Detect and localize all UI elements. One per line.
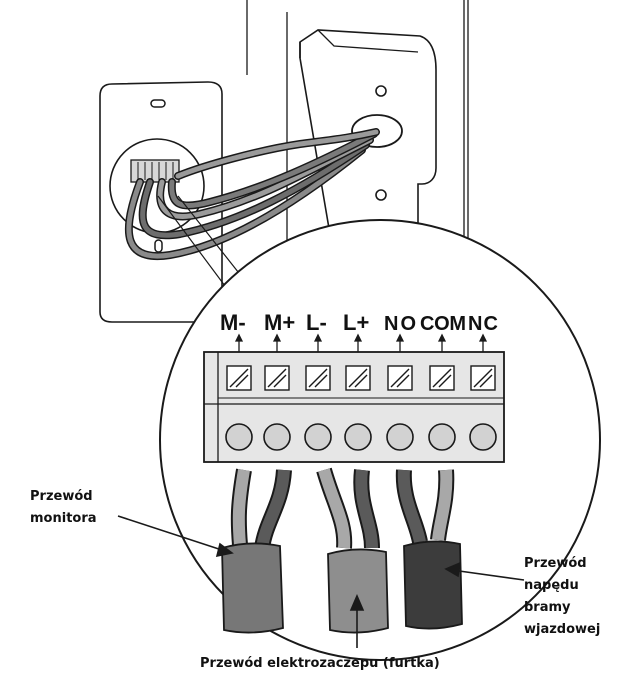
terminal-label-com: COM (420, 313, 466, 335)
clamp-l-plus (345, 365, 371, 391)
terminal-label-m-plus: M+ (264, 310, 295, 335)
cable-jackets (221, 540, 463, 634)
terminal-label-l-minus: L- (306, 310, 327, 335)
terminal-label-no: NO (384, 313, 416, 335)
callout-monitor-line-2: monitora (30, 511, 97, 526)
screw-nc (469, 423, 497, 451)
clamp-no (387, 365, 413, 391)
clamp-l-minus (305, 365, 331, 391)
lock-cable-jacket (327, 548, 389, 634)
screw-com (428, 423, 456, 451)
screw-m-minus (225, 423, 253, 451)
callout-gate-line-1: Przewód (524, 556, 587, 571)
gate-callout-line (451, 569, 525, 581)
clamp-m-minus (226, 365, 252, 391)
clamp-m-plus (264, 365, 290, 391)
monitor-callout-line (117, 515, 229, 553)
terminal-screws (225, 423, 497, 451)
callout-monitor-cable: Przewód monitora (30, 489, 97, 526)
clamp-com (429, 365, 455, 391)
clamp-nc (470, 365, 496, 391)
terminal-label-l-plus: L+ (343, 310, 369, 335)
wire-clamps (226, 365, 496, 391)
callout-arrows (117, 515, 525, 648)
callout-lock-cable: Przewód elektrozaczepu (furtka) (200, 656, 440, 671)
terminal-labels: M- M+ L- L+ NO COM NC (220, 310, 498, 335)
screw-l-plus (344, 423, 372, 451)
monitor-cable-jacket (221, 542, 284, 634)
screw-no (386, 423, 414, 451)
screw-l-minus (304, 423, 332, 451)
cable-run (124, 128, 380, 261)
terminal-label-m-minus: M- (220, 310, 246, 335)
callout-gate-line-2: napędu (524, 578, 579, 593)
zoom-leader-lines (157, 195, 247, 291)
terminal-wires (230, 467, 455, 550)
screw-m-plus (263, 423, 291, 451)
terminal-label-nc: NC (468, 313, 498, 335)
callout-gate-line-3: bramy (524, 600, 571, 615)
terminal-pointer-arrows (234, 333, 488, 352)
small-terminal-block (130, 159, 180, 183)
callout-gate-drive-cable: Przewód napędu bramy wjazdowej (524, 556, 600, 637)
callout-gate-line-4: wjazdowej (524, 622, 600, 637)
callout-monitor-line-1: Przewód (30, 489, 93, 504)
gate-cable-jacket (403, 540, 463, 630)
